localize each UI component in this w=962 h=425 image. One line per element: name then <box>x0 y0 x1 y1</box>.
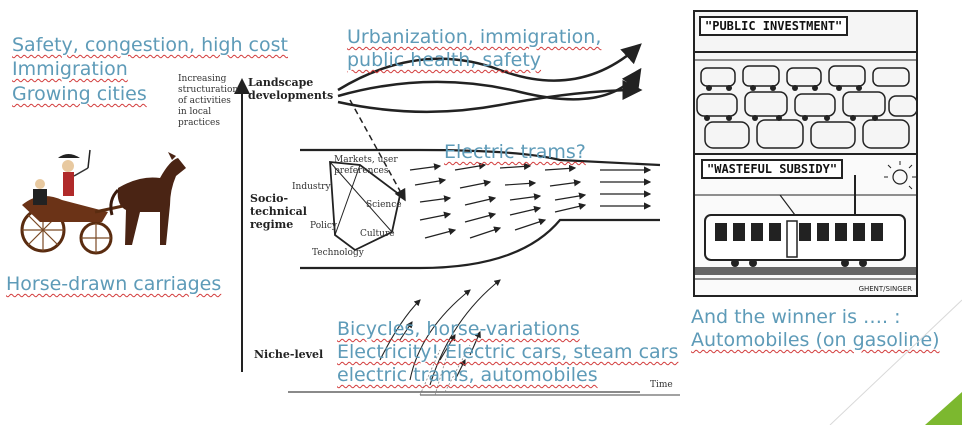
note-safety-text: Safety, congestion, high cost <box>12 34 288 56</box>
landscape-label-2: developments <box>248 89 334 102</box>
dim-markets-1: Markets, user <box>334 155 398 165</box>
dim-markets-2: preferences <box>334 166 389 176</box>
niche-label: Niche-level <box>254 348 323 361</box>
regime-label: Socio- technical regime <box>250 192 307 231</box>
note-immigration: Immigration <box>12 58 128 81</box>
dim-policy: Policy <box>310 221 337 231</box>
note-safety: Safety, congestion, high cost <box>12 34 288 57</box>
carriage-label-text: Horse-drawn carriages <box>6 273 222 295</box>
winner-line-2: Automobiles (on gasoline) <box>691 329 940 351</box>
public-investment-caption: "PUBLIC INVESTMENT" <box>699 16 849 36</box>
axis-description: Increasing structuration of activities i… <box>178 74 238 129</box>
winner-line-1: And the winner is …. : <box>691 306 901 328</box>
niche-label-text: Niche-level <box>254 348 324 361</box>
niche-note: Bicycles, horse-variations Electricity! … <box>337 318 678 387</box>
time-label: Time <box>650 380 673 390</box>
electric-trams-question: Electric trams? <box>444 141 586 164</box>
urbanization-note-2: public health, safety <box>347 49 542 71</box>
axis-desc-4: in local <box>178 107 212 117</box>
cartoon-signature: GHENT/SINGER <box>858 285 912 293</box>
dim-culture: Culture <box>360 229 395 239</box>
note-immigration-text: Immigration <box>12 58 128 80</box>
urbanization-note: Urbanization, immigration, public health… <box>347 26 601 72</box>
dim-industry: Industry <box>292 182 331 192</box>
axis-desc-5: practices <box>178 118 220 128</box>
axis-desc-1: Increasing <box>178 74 227 84</box>
electric-trams-question-text: Electric trams? <box>444 141 586 163</box>
urbanization-note-1: Urbanization, immigration, <box>347 26 602 48</box>
winner-note: And the winner is …. : Automobiles (on g… <box>691 306 940 352</box>
landscape-label: Landscape developments <box>248 76 333 102</box>
cartoon-wasteful-subsidy: "WASTEFUL SUBSIDY" GHENT/SINGER <box>693 153 918 297</box>
regime-label-3: regime <box>250 218 294 231</box>
niche-note-2: Electricity! Electric cars, steam cars <box>337 341 679 363</box>
niche-note-3: electric trams, automobiles <box>337 364 598 386</box>
note-growing-cities: Growing cities <box>12 83 147 106</box>
dim-science: Science <box>366 200 402 210</box>
regime-label-1: Socio- <box>250 192 289 205</box>
dim-markets: Markets, user preferences <box>334 155 398 177</box>
cartoon-public-investment: "PUBLIC INVESTMENT" <box>693 10 918 157</box>
note-growing-cities-text: Growing cities <box>12 83 147 105</box>
dim-technology: Technology <box>312 248 364 258</box>
axis-desc-3: of activities <box>178 96 231 106</box>
niche-note-1: Bicycles, horse-variations <box>337 318 580 340</box>
wasteful-subsidy-caption: "WASTEFUL SUBSIDY" <box>701 159 844 179</box>
carriage-label: Horse-drawn carriages <box>6 273 221 296</box>
axis-desc-2: structuration <box>178 85 239 95</box>
regime-label-2: technical <box>250 205 307 218</box>
landscape-label-1: Landscape <box>248 76 314 89</box>
